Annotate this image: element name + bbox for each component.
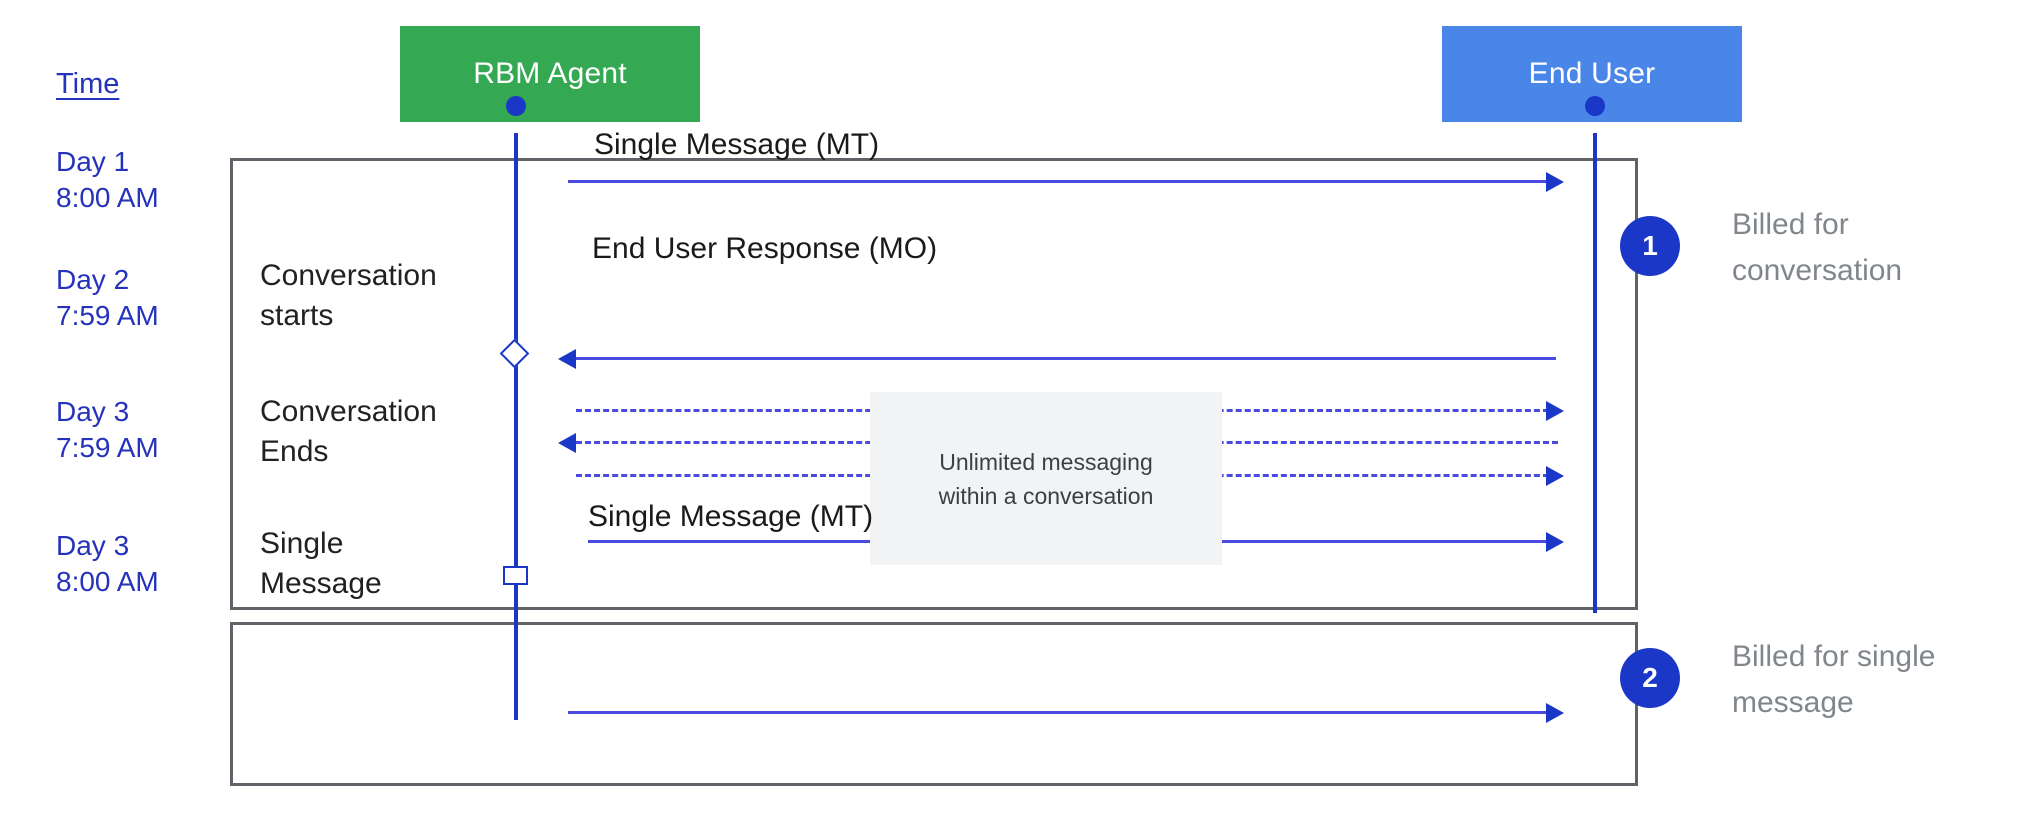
message-label-end-user-response-mo: End User Response (MO) (592, 232, 938, 265)
arrowhead-left-mo (558, 349, 576, 369)
note-unlimited-messaging: Unlimited messaging within a conversatio… (870, 392, 1222, 565)
badge-2: 2 (1620, 648, 1680, 708)
message-arrow-mt-2 (568, 711, 1560, 714)
time-label-day3-759am: Day 3 7:59 AM (56, 396, 159, 463)
arrowhead-right-solid-last (1546, 532, 1564, 552)
lifeline-rbm-agent (514, 133, 518, 720)
time-axis-header: Time (56, 68, 120, 100)
state-label-single-message: Single Message (260, 527, 382, 600)
time-label-day3-800am: Day 3 8:00 AM (56, 530, 159, 597)
time-label-day2-759am: Day 2 7:59 AM (56, 264, 159, 331)
lifeline-end-user (1593, 133, 1597, 613)
state-label-conversation-starts: Conversation starts (260, 259, 437, 332)
arrowhead-right-dashed-2 (1546, 466, 1564, 486)
lifeline-start-dot-agent (506, 96, 526, 116)
group-box-single-message (230, 622, 1638, 786)
group-box-conversation (230, 158, 1638, 610)
badge-1: 1 (1620, 216, 1680, 276)
message-arrow-mt-1 (568, 180, 1560, 183)
message-label-single-message-mt-1: Single Message (MT) (594, 128, 880, 161)
message-label-single-message-mt-2: Single Message (MT) (588, 500, 874, 533)
time-label-day1-800am: Day 1 8:00 AM (56, 146, 159, 213)
badge-1-number: 1 (1642, 230, 1658, 261)
actor-label-rbm-agent: RBM Agent (473, 57, 627, 90)
actor-box-rbm-agent: RBM Agent (400, 26, 700, 122)
actor-label-end-user: End User (1528, 57, 1656, 90)
arrowhead-right-mt-1 (1546, 172, 1564, 192)
annotation-billed-for-single-message: Billed for single message (1732, 640, 1936, 719)
message-arrow-mo (576, 357, 1556, 360)
annotation-billed-for-conversation: Billed for conversation (1732, 208, 1903, 287)
arrowhead-left-dashed-1 (558, 433, 576, 453)
arrowhead-right-dashed-1 (1546, 401, 1564, 421)
arrowhead-right-mt-2 (1546, 703, 1564, 723)
lifeline-start-dot-end-user (1585, 96, 1605, 116)
state-label-conversation-ends: Conversation Ends (260, 395, 437, 468)
conversation-end-square-icon (503, 566, 528, 585)
badge-2-number: 2 (1642, 662, 1658, 693)
